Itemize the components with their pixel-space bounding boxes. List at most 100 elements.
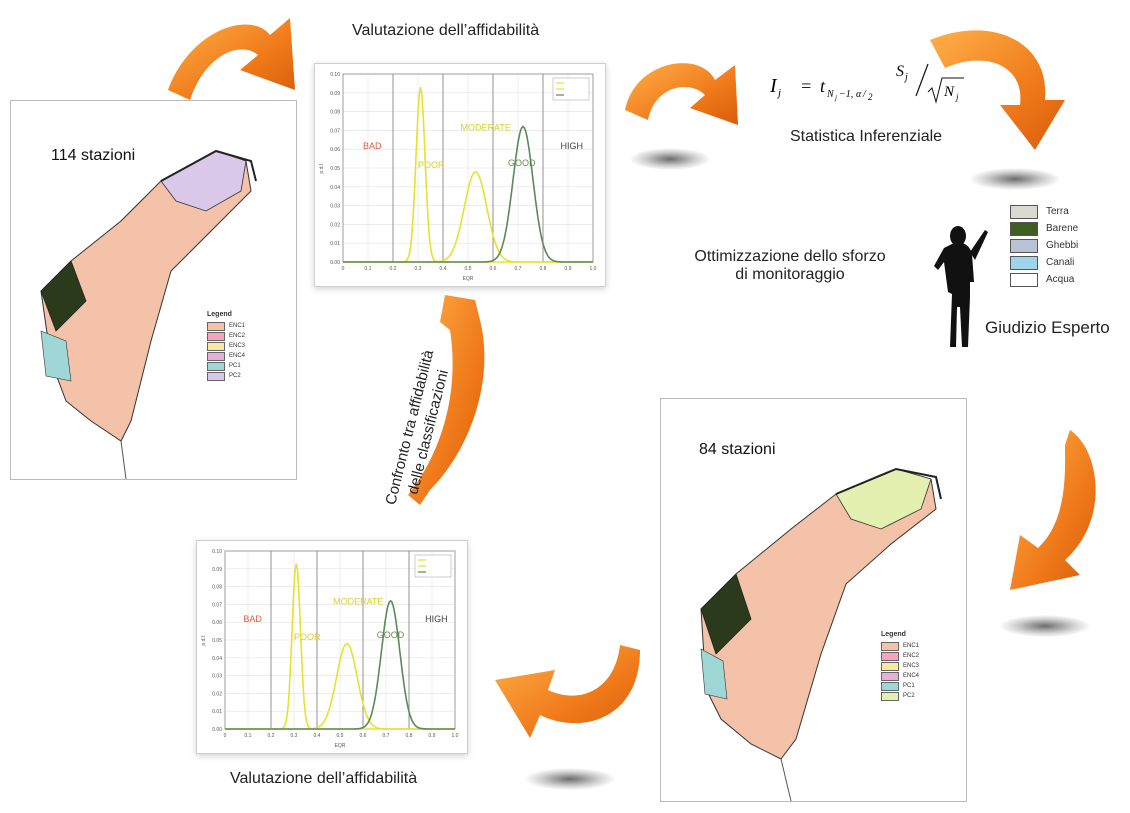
svg-text:−1,: −1, [839, 89, 853, 100]
legend-swatch [881, 671, 899, 681]
legend-swatch [207, 351, 225, 361]
y-tick-label: 0.04 [212, 656, 222, 662]
legend-label: Canali [1046, 257, 1075, 268]
y-tick-label: 0.03 [330, 204, 340, 210]
arrow-icon [408, 295, 485, 505]
legend-label: Terra [1046, 206, 1069, 217]
series-line [225, 599, 455, 730]
y-tick-label: 0.09 [212, 567, 222, 573]
x-tick-label: 0.3 [415, 266, 422, 272]
legend-label: ENC3 [229, 343, 246, 349]
legend-swatch [207, 361, 225, 371]
y-tick-label: 0.00 [212, 727, 222, 733]
legend-title: Legend [207, 311, 232, 318]
y-tick-label: 0.07 [330, 128, 340, 134]
arrow-icon [495, 645, 640, 738]
optimization-line-2: di monitoraggio [735, 266, 845, 283]
legend-item-canali: Canali [1010, 254, 1078, 271]
legend-label: PC2 [229, 373, 241, 379]
y-tick-label: 0.01 [330, 241, 340, 247]
svg-text:j: j [955, 92, 959, 102]
legend-row: ENC4 [881, 671, 919, 681]
svg-text:t: t [820, 76, 826, 96]
x-tick-label: 0.6 [360, 733, 367, 739]
x-axis-label: EQR [463, 276, 474, 282]
x-tick-label: 0.3 [291, 733, 298, 739]
arrow-shadow [525, 768, 615, 790]
legend-label: PC1 [229, 363, 241, 369]
x-tick-label: 0 [342, 266, 345, 272]
arrow-icon [1010, 430, 1096, 590]
formula-graphic: I j = t N j −1, α / 2 S j N j [769, 63, 964, 104]
arrow-icon [168, 18, 295, 100]
legend-row: PC2 [881, 691, 919, 701]
x-tick-label: 0.5 [465, 266, 472, 272]
svg-text:j: j [776, 87, 781, 99]
legend-label: ENC2 [229, 333, 246, 339]
class-label: MODERATE [333, 596, 383, 606]
x-tick-label: 1.0 [452, 733, 459, 739]
svg-text:j: j [903, 72, 908, 83]
y-tick-label: 0.00 [330, 260, 340, 266]
x-tick-label: 0.5 [337, 733, 344, 739]
legend-item-barene: Barene [1010, 220, 1078, 237]
legend-label: ENC4 [229, 353, 246, 359]
svg-text:I: I [769, 75, 778, 97]
y-tick-label: 0.07 [212, 602, 222, 608]
svg-text:=: = [800, 76, 812, 96]
y-tick-label: 0.08 [330, 110, 340, 116]
legend-label: ENC4 [903, 673, 920, 679]
x-tick-label: 0.8 [540, 266, 547, 272]
legend-swatch [881, 661, 899, 671]
legend-swatch [207, 321, 225, 331]
legend-swatch [207, 341, 225, 351]
formula: I j = t N j −1, α / 2 S j N j [768, 52, 968, 112]
expert-silhouette-icon [934, 226, 988, 347]
svg-text:2: 2 [868, 92, 873, 102]
map-legend: Legend ENC1 ENC2 ENC3 ENC4 PC1 PC2 [881, 631, 919, 701]
x-tick-label: 0.4 [314, 733, 321, 739]
legend-row: ENC1 [207, 321, 245, 331]
x-tick-label: 0.1 [365, 266, 372, 272]
svg-text:N: N [826, 89, 835, 100]
x-tick-label: 0.1 [245, 733, 252, 739]
legend-row: ENC2 [207, 331, 245, 341]
legend-item-ghebbi: Ghebbi [1010, 237, 1078, 254]
lagoon-map [700, 467, 942, 801]
legend-label: ENC3 [903, 663, 920, 669]
x-tick-label: 1.0 [590, 266, 597, 272]
arrow-icon [930, 30, 1065, 150]
lagoon-map [40, 149, 257, 479]
stations-label: 84 stazioni [699, 441, 776, 458]
svg-text:/: / [862, 89, 867, 100]
legend-row: ENC4 [207, 351, 245, 361]
class-label: POOR [418, 160, 445, 170]
x-tick-label: 0.9 [429, 733, 436, 739]
optimization-line-1: Ottimizzazione dello sforzo [694, 248, 886, 265]
stations-label: 114 stazioni [51, 147, 136, 164]
legend-row: ENC3 [881, 661, 919, 671]
y-axis-label: p.d.f. [201, 634, 207, 645]
legend-swatch [881, 641, 899, 651]
legend-row: ENC1 [881, 641, 919, 651]
legend-label: Ghebbi [1046, 240, 1079, 251]
y-tick-label: 0.03 [212, 674, 222, 680]
legend-label: PC2 [903, 693, 915, 699]
y-tick-label: 0.06 [330, 147, 340, 153]
x-tick-label: 0.7 [515, 266, 522, 272]
expert-caption: Giudizio Esperto [985, 318, 1110, 337]
y-tick-label: 0.02 [212, 691, 222, 697]
x-tick-label: 0.2 [390, 266, 397, 272]
map-legend: Legend ENC1 ENC2 ENC3 ENC4 PC1 PC2 [207, 311, 245, 381]
legend-row: PC2 [207, 371, 245, 381]
class-label: POOR [294, 632, 321, 642]
legend-swatch [1010, 255, 1038, 270]
y-axis-label: p.d.f. [319, 162, 325, 173]
inferential-caption: Statistica Inferenziale [790, 128, 943, 145]
y-tick-label: 0.05 [212, 638, 222, 644]
